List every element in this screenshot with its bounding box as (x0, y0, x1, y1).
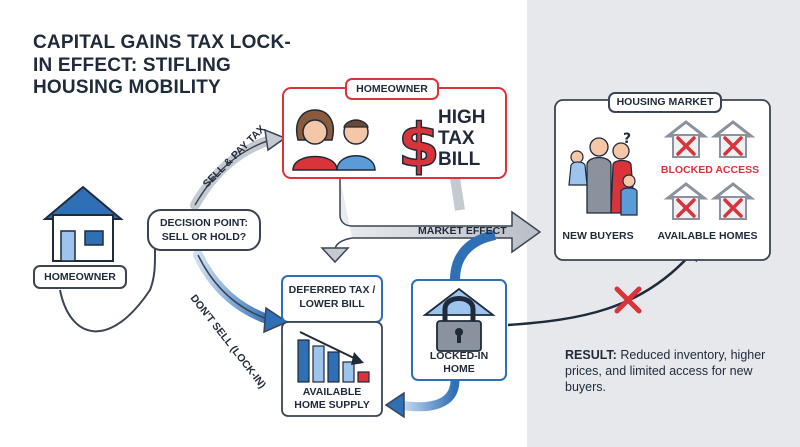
result-bold: RESULT: (565, 348, 617, 362)
locked-house-icon (422, 287, 496, 352)
market-effect-label: MARKET EFFECT (418, 225, 507, 237)
blocked-x-icon (614, 286, 642, 314)
blocked-path-arrow (507, 254, 691, 327)
house-icon (42, 185, 124, 262)
svg-text:?: ? (623, 131, 631, 147)
dont-sell-line: DON'T SELL (LOCK-IN) (188, 292, 269, 390)
blocked-house-icon (663, 120, 709, 158)
available-homes-label: AVAILABLE HOMES (657, 230, 758, 242)
housing-market-label: HOUSING MARKET (608, 92, 722, 113)
decision-point-label: DECISION POINT: SELL OR HOLD? (147, 209, 261, 251)
locked-loop-arrow (399, 379, 460, 412)
blocked-access-label: BLOCKED ACCESS (660, 164, 760, 176)
blocked-house-icon (710, 120, 756, 158)
result-body: Reduced inventory, higher prices, and li… (565, 348, 766, 394)
family-icon: ? (568, 131, 638, 216)
sell-pay-tax-label: SELL & PAY TAX (201, 123, 268, 190)
locked-to-market-arrow (450, 230, 497, 281)
locked-in-home-label: LOCKED-IN HOME (429, 350, 489, 375)
blocked-house-icon (710, 182, 756, 220)
result-text: RESULT: Reduced inventory, higher prices… (565, 347, 790, 395)
high-tax-bill-label: HIGH TAX BILL (438, 107, 486, 170)
dollar-icon: $ (398, 111, 440, 181)
worried-woman-icon (292, 109, 338, 171)
deferred-tax-label: DEFERRED TAX / LOWER BILL (288, 284, 376, 310)
homeowner-left-label: HOMEOWNER (33, 265, 127, 289)
man-icon (336, 119, 376, 171)
dont-sell-label: DON'T SELL (LOCK-IN) (188, 292, 269, 390)
new-buyers-label: NEW BUYERS (562, 230, 634, 242)
declining-bar-chart-icon (297, 331, 370, 383)
homeowner-top-label: HOMEOWNER (345, 78, 439, 100)
page-title: CAPITAL GAINS TAX LOCK-IN EFFECT: STIFLI… (33, 32, 291, 98)
available-home-supply-label: AVAILABLE HOME SUPPLY (294, 386, 370, 411)
market-effect-arrow (339, 178, 542, 254)
blocked-house-icon (663, 182, 709, 220)
